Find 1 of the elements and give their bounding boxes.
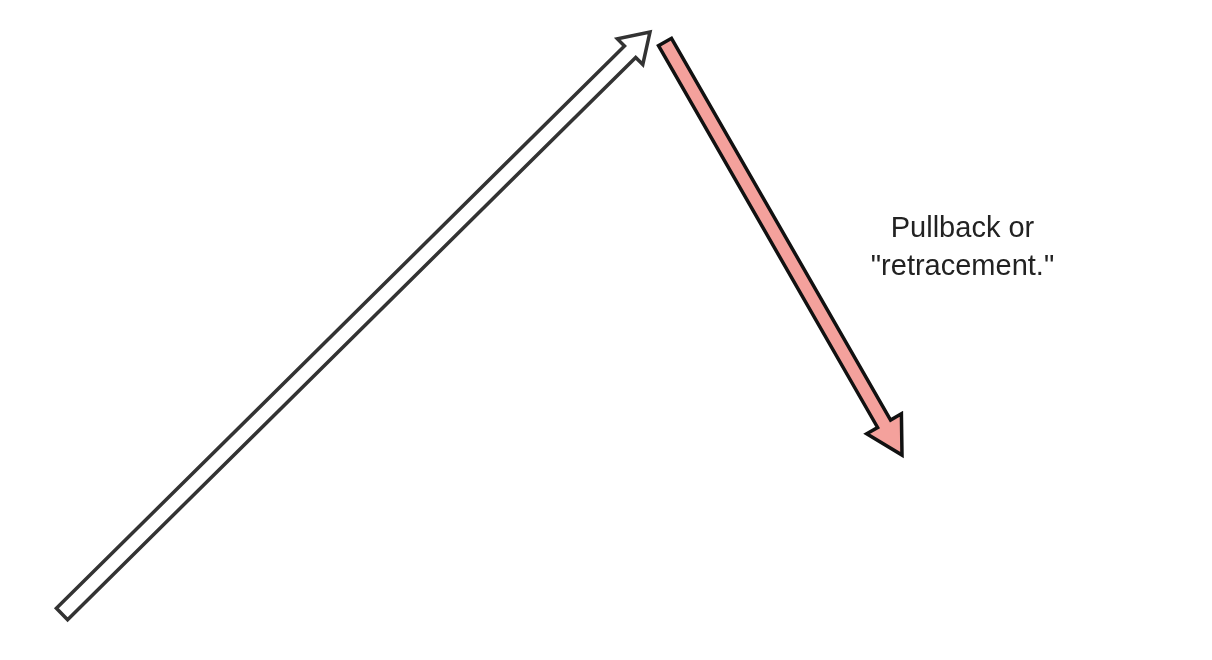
annotation-text: Pullback or "retracement." <box>869 210 1056 283</box>
